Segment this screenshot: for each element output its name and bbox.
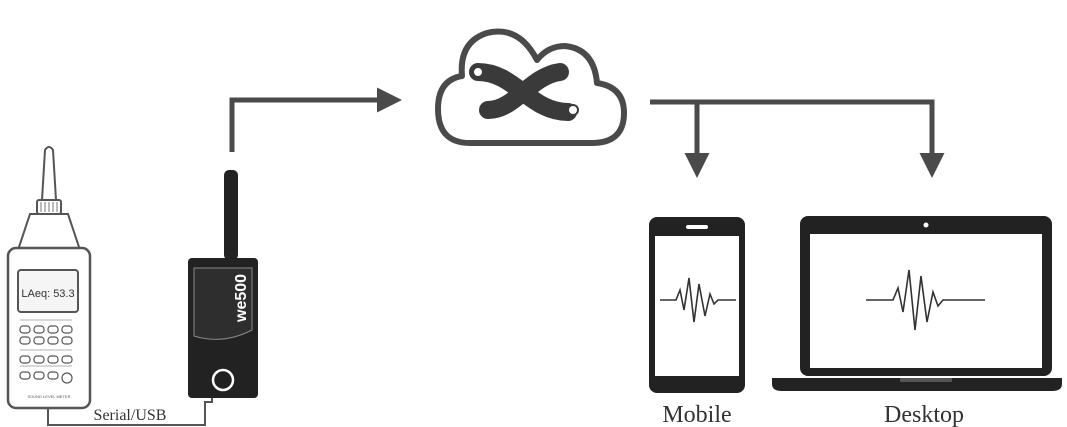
meter-keypad <box>19 325 73 384</box>
serial-usb-cable <box>47 392 213 426</box>
arrow-cloud-to-devices <box>650 99 945 178</box>
desktop-label: Desktop <box>884 402 964 427</box>
mobile-screen <box>655 236 739 376</box>
arrow-gateway-to-cloud <box>229 87 402 152</box>
gateway-power-button <box>211 368 235 392</box>
laptop-screen <box>810 234 1042 368</box>
meter-microphone <box>40 146 58 201</box>
gateway-antenna <box>224 170 238 260</box>
platform-logo-icon <box>469 63 579 121</box>
cloud-service <box>435 28 627 146</box>
meter-brand-text: SOUND LEVEL METER <box>28 394 71 399</box>
laptop-camera <box>923 222 929 228</box>
laptop-base <box>772 378 1062 391</box>
mobile-waveform <box>660 277 736 323</box>
meter-display-text: LAeq: 53.3 <box>21 288 74 300</box>
we500-gateway: we500 <box>188 170 258 398</box>
gateway-brand-text: we500 <box>233 274 250 323</box>
meter-display <box>17 269 79 313</box>
serial-usb-label: Serial/USB <box>94 407 167 424</box>
mobile-device <box>649 217 745 393</box>
desktop-device <box>772 216 1062 391</box>
mobile-label: Mobile <box>662 402 731 427</box>
sound-level-meter: LAeq: 53.3 SOUND LEVEL METER <box>6 146 92 410</box>
desktop-waveform <box>866 269 985 331</box>
